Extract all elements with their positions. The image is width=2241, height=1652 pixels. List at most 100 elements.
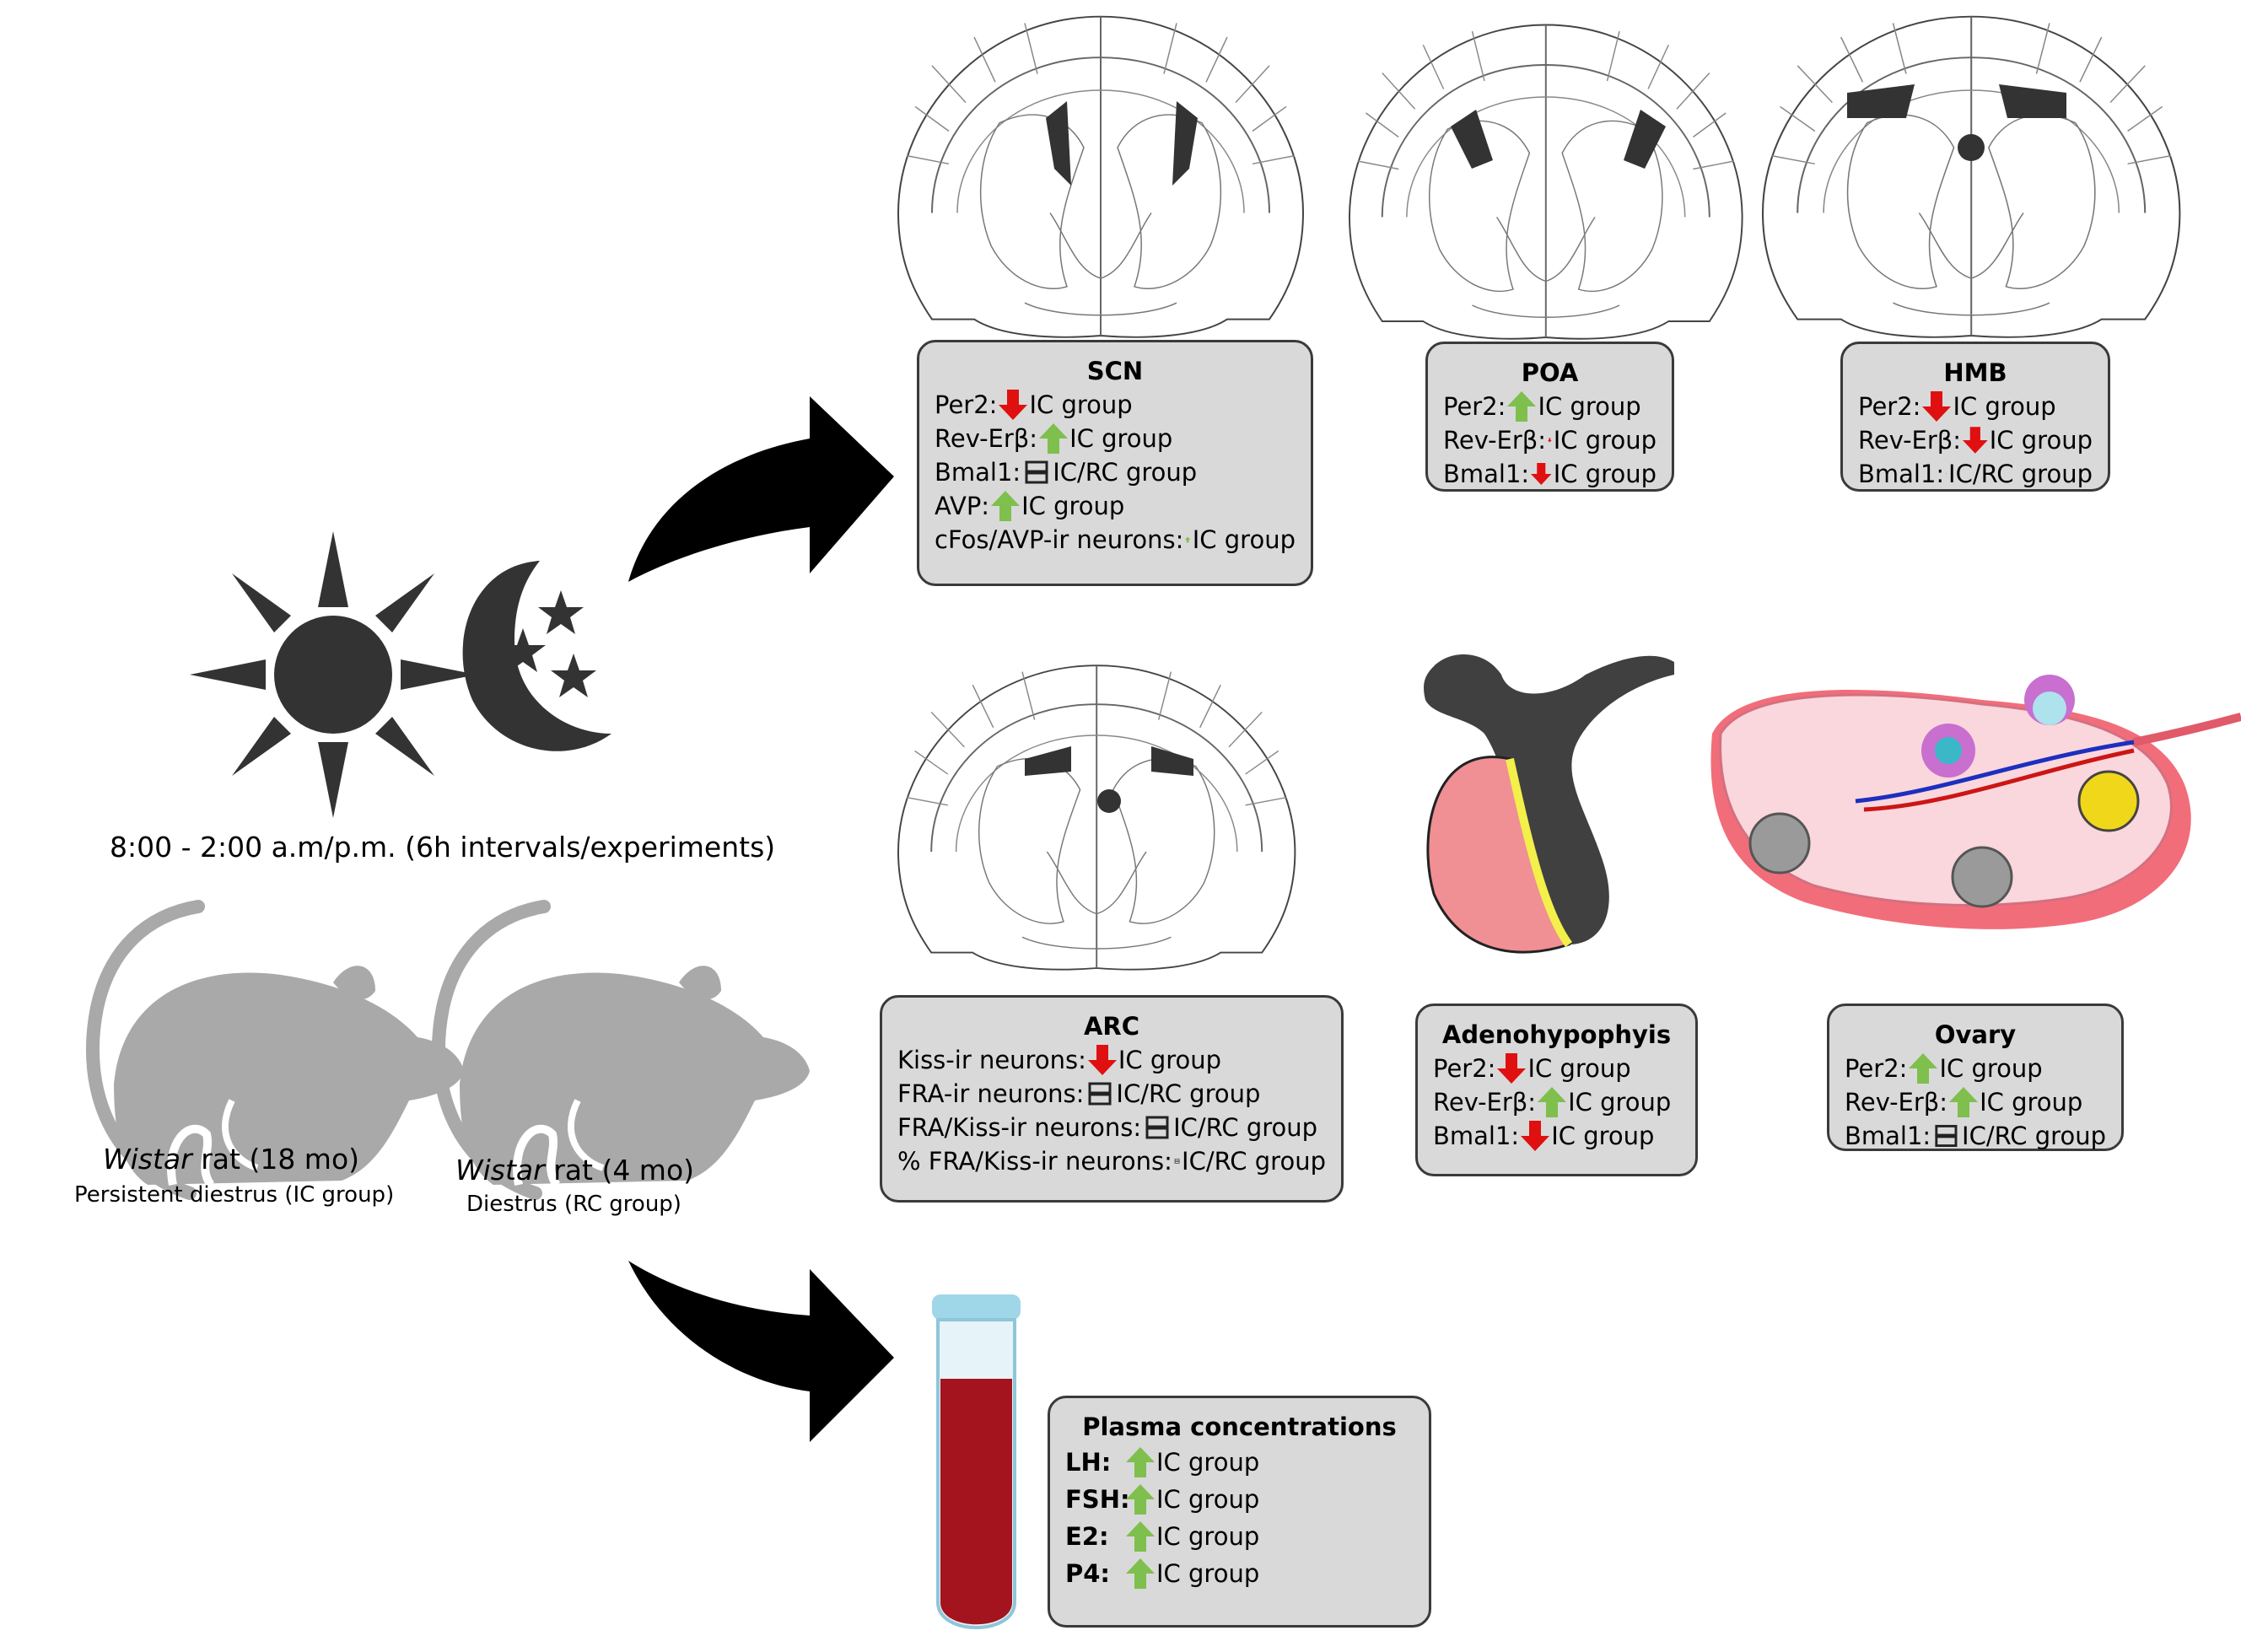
row-result: IC/RC group (1948, 460, 2093, 488)
row-label: Kiss-ir neurons: (897, 1046, 1086, 1074)
down-arrow-icon (1548, 438, 1552, 443)
box-row: Per2:IC group (935, 388, 1296, 422)
rat-old-state: Persistent diestrus (IC group) (74, 1182, 395, 1208)
box-row: FSH:IC group (1065, 1481, 1414, 1518)
box-row: % FRA/Kiss-ir neurons: IC/RC group (897, 1144, 1326, 1178)
sun-icon (190, 531, 477, 818)
equal-icon (1174, 1159, 1180, 1164)
row-label: FSH: (1065, 1485, 1130, 1514)
moon-icon (462, 561, 611, 751)
row-result: IC/RC group (1962, 1122, 2106, 1150)
box-row: Bmal1:IC/RC group (935, 455, 1296, 489)
row-result: IC group (1953, 392, 2056, 421)
up-arrow-icon (1126, 1521, 1155, 1552)
row-result: IC group (1553, 460, 1657, 488)
row-label: AVP: (935, 492, 990, 520)
up-arrow-icon (1507, 391, 1537, 422)
star-icon (500, 628, 546, 672)
up-arrow-icon (1126, 1447, 1155, 1477)
row-label: E2: (1065, 1522, 1109, 1551)
box-row: Rev-Erβ:IC group (1443, 423, 1657, 457)
equal-icon (1025, 460, 1048, 484)
down-arrow-icon (1521, 1121, 1550, 1151)
curved-arrow-icon (628, 396, 894, 582)
row-label: Per2: (1845, 1054, 1908, 1083)
row-result: IC group (1118, 1046, 1222, 1074)
row-label: P4: (1065, 1559, 1111, 1588)
box-row: Kiss-ir neurons: IC group (897, 1043, 1326, 1077)
brain-section-poa (1349, 24, 1743, 340)
down-arrow-icon (1087, 1045, 1117, 1075)
row-result: IC group (1989, 426, 2093, 455)
row-result: IC group (1527, 1054, 1631, 1083)
box-row: Rev-Erβ:IC group (935, 422, 1296, 455)
row-label: Rev-Erβ: (1443, 426, 1547, 455)
row-label: % FRA/Kiss-ir neurons: (897, 1147, 1172, 1176)
rat-old-label: Wistar rat (18 mo) (103, 1143, 360, 1176)
row-result: IC group (1069, 424, 1173, 453)
row-result: IC/RC group (1182, 1147, 1326, 1176)
box-row: Per2: IC group (1858, 390, 2093, 423)
box-row: Rev-Erβ:IC group (1845, 1085, 2106, 1119)
row-label: Per2: (1443, 392, 1506, 421)
box-title: ARC (1083, 1012, 1140, 1041)
row-result: IC/RC group (1053, 458, 1198, 487)
box-row: LH:IC group (1065, 1444, 1414, 1481)
box-title: HMB (1943, 358, 2007, 387)
down-arrow-icon (1531, 463, 1552, 485)
row-result: IC group (1192, 525, 1296, 554)
box-row: Rev-Erβ: IC group (1858, 423, 2093, 457)
down-arrow-icon (1922, 391, 1952, 422)
row-label: Rev-Erβ: (1845, 1088, 1948, 1117)
box-row: P4:IC group (1065, 1555, 1414, 1592)
row-result: IC group (1156, 1522, 1260, 1551)
up-arrow-icon (1039, 423, 1069, 454)
time-caption: 8:00 - 2:00 a.m/p.m. (6h intervals/exper… (110, 831, 776, 864)
ovary-icon (1710, 675, 2241, 929)
down-arrow-icon (1497, 1053, 1527, 1084)
box-title: Ovary (1934, 1020, 2017, 1049)
up-arrow-icon (1909, 1053, 1938, 1084)
up-arrow-icon (1126, 1484, 1155, 1515)
row-label: Bmal1: (1845, 1122, 1931, 1150)
curved-arrow-icon (628, 1261, 894, 1442)
up-arrow-icon (1126, 1558, 1155, 1589)
brain-section-arc (897, 665, 1296, 971)
down-arrow-icon (1963, 427, 1988, 454)
up-arrow-icon (1538, 1087, 1567, 1117)
pituitary-icon (1424, 654, 1674, 954)
row-label: LH: (1065, 1448, 1112, 1477)
brain-section-hmb (1761, 15, 2181, 338)
box-row: Per2:IC group (1433, 1052, 1680, 1085)
row-label: FRA-ir neurons: (897, 1079, 1085, 1108)
row-label: Bmal1: (1433, 1122, 1520, 1150)
equal-icon (1946, 473, 1947, 475)
box-title: SCN (1086, 357, 1144, 385)
box-title: Adenohypophyis (1441, 1020, 1672, 1049)
star-icon (551, 654, 596, 697)
row-label: Bmal1: (1858, 460, 1945, 488)
row-result: IC group (1939, 1054, 2043, 1083)
row-label: FRA/Kiss-ir neurons: (897, 1113, 1142, 1142)
row-label: Per2: (1858, 392, 1921, 421)
blood-tube-icon (932, 1294, 1021, 1629)
row-label: Per2: (935, 390, 998, 419)
box-row: Bmal1:IC group (1433, 1119, 1680, 1153)
row-result: IC group (1553, 426, 1657, 455)
row-label: Rev-Erβ: (1858, 426, 1962, 455)
row-result: IC group (1568, 1088, 1672, 1117)
up-arrow-icon (1185, 536, 1191, 543)
row-label: cFos/AVP-ir neurons: (935, 525, 1184, 554)
rat-young-label: Wistar rat (4 mo) (455, 1154, 695, 1187)
box-title: POA (1521, 358, 1579, 387)
brain-section-scn (897, 15, 1304, 338)
box-row: Rev-Erβ:IC group (1433, 1085, 1680, 1119)
down-arrow-icon (999, 390, 1028, 420)
